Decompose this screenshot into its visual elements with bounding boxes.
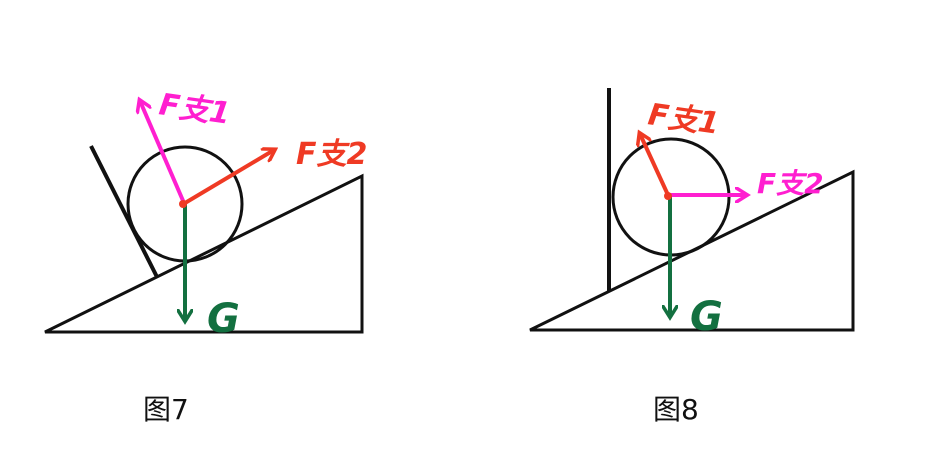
label-f2: F支2 (296, 137, 367, 172)
label-g: G (690, 294, 723, 340)
slanted-board (89, 145, 159, 278)
figure-7: F支1 F支2 G (44, 87, 367, 342)
incline-triangle (44, 173, 364, 334)
center-point (664, 192, 672, 200)
label-g: G (207, 296, 240, 342)
label-f2: F支2 (757, 167, 824, 200)
figure-8: F支1 F支2 G (529, 88, 855, 340)
force-f2-arrow (183, 150, 274, 205)
label-f1: F支1 (646, 97, 722, 142)
center-point (179, 200, 187, 208)
force-f1-arrow (140, 101, 186, 204)
force-f1-arrow (640, 134, 670, 196)
figure-7-caption: 图7 (143, 393, 189, 426)
label-f1: F支1 (157, 87, 233, 132)
figure-8-caption: 图8 (653, 393, 699, 426)
